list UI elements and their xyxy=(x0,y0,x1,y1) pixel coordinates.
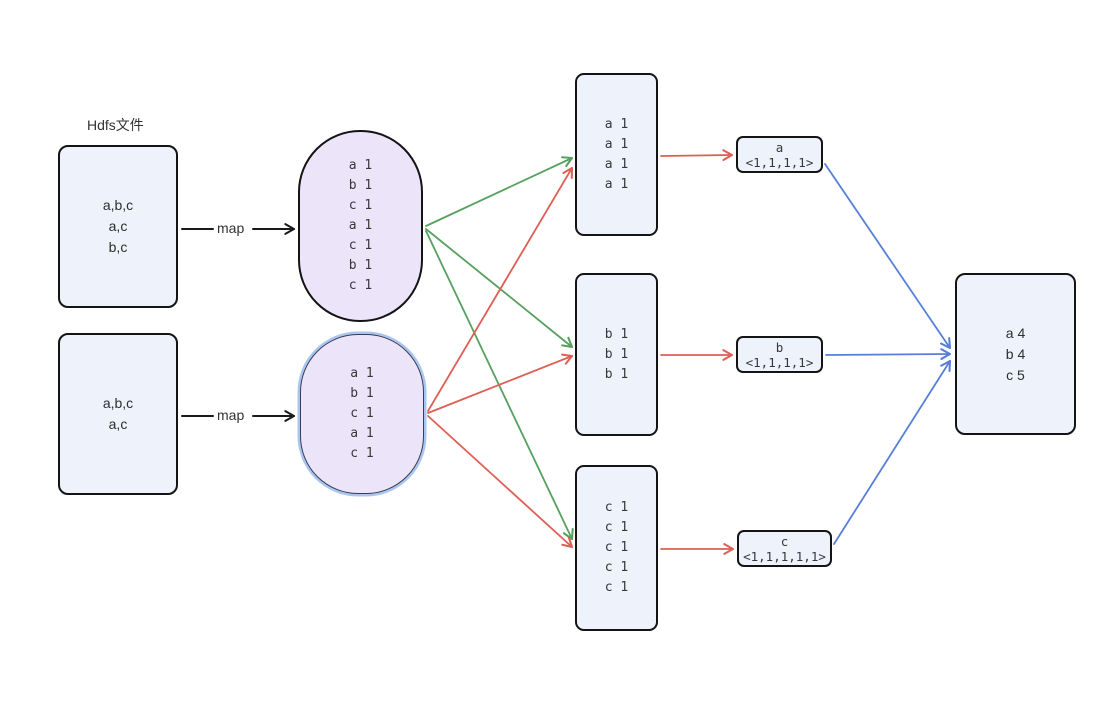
shuffle-group-node-a: a 1 a 1 a 1 a 1 xyxy=(575,73,658,236)
hdfs-files-label: Hdfs文件 xyxy=(87,117,144,133)
map-label-2: map xyxy=(217,407,245,423)
edge-merged-a-to-result xyxy=(824,163,952,350)
map-label-1: map xyxy=(217,220,245,236)
input-file-node-2: a,b,c a,c xyxy=(58,333,178,495)
merged-group-node-c: c <1,1,1,1,1> xyxy=(737,530,832,567)
shuffle-group-node-c: c 1 c 1 c 1 c 1 c 1 xyxy=(575,465,658,631)
edge-map1-to-b xyxy=(425,228,574,349)
edge-a-to-merged xyxy=(660,149,734,162)
edge-map1-to-c xyxy=(425,230,574,541)
edge-map2-to-a xyxy=(427,166,574,412)
input-file-node-1: a,b,c a,c b,c xyxy=(58,145,178,308)
edge-merged-b-to-result xyxy=(825,348,952,360)
shuffle-group-node-b: b 1 b 1 b 1 xyxy=(575,273,658,436)
map-output-node-2: a 1 b 1 c 1 a 1 c 1 xyxy=(300,334,424,494)
edge-map2-to-b xyxy=(427,353,574,414)
result-node: a 4 b 4 c 5 xyxy=(955,273,1076,435)
edge-map2-to-c xyxy=(427,415,574,549)
merged-group-node-b: b <1,1,1,1> xyxy=(736,336,823,373)
edge-merged-c-to-result xyxy=(833,359,952,545)
map-output-node-1: a 1 b 1 c 1 a 1 c 1 b 1 c 1 xyxy=(298,130,423,322)
edge-map1-to-a xyxy=(425,156,574,227)
merged-group-node-a: a <1,1,1,1> xyxy=(736,136,823,173)
